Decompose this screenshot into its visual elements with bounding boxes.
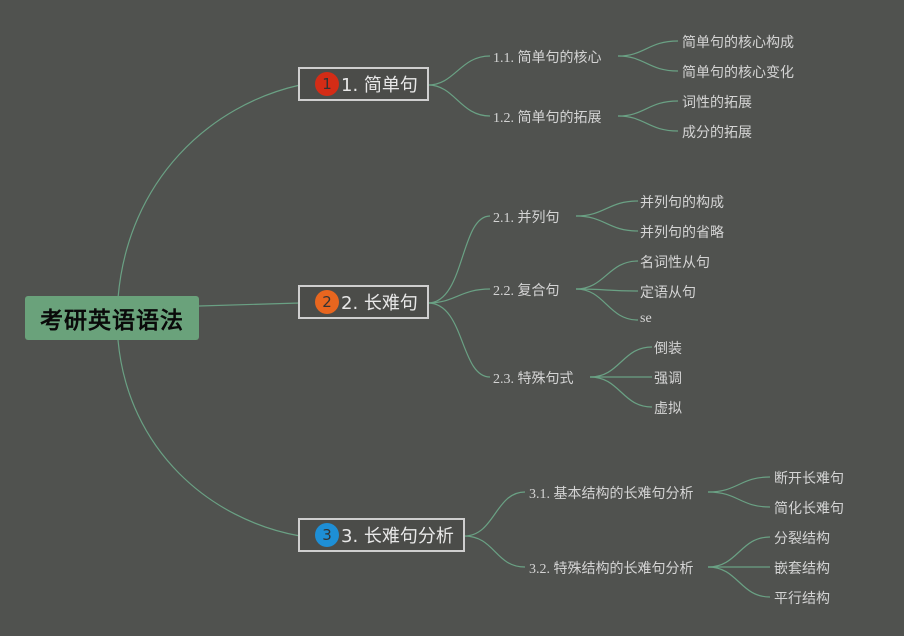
- connector-root-branch-2: [198, 302, 301, 307]
- connector-s21-l1: [575, 200, 639, 217]
- leaf-3-1-2[interactable]: 简化长难句: [774, 501, 844, 517]
- connector-b2-s1: [427, 215, 491, 304]
- leaf-1-1-1[interactable]: 简单句的核心构成: [682, 35, 794, 51]
- leaf-2-3-3[interactable]: 虚拟: [654, 401, 682, 417]
- branch-label-3: 3. 长难句分析: [341, 526, 454, 547]
- connector-b3-s1: [463, 491, 526, 537]
- leaf-2-3-1[interactable]: 倒装: [654, 341, 682, 357]
- number-badge-2: 2: [315, 290, 339, 314]
- leaf-3-2-3[interactable]: 平行结构: [774, 591, 830, 607]
- connector-s12-l1: [617, 100, 679, 117]
- leaf-3-2-2[interactable]: 嵌套结构: [774, 561, 830, 577]
- leaf-3-1-1[interactable]: 断开长难句: [774, 471, 844, 487]
- connector-s32-l3: [707, 566, 771, 598]
- connector-s23-l1: [589, 346, 653, 378]
- connector-b1-s1: [427, 55, 491, 86]
- connector-s22-l1: [575, 260, 639, 290]
- connector-s31-l1: [707, 476, 771, 493]
- connector-b1-s2: [427, 84, 491, 117]
- connector-root-branch-3: [117, 339, 301, 537]
- leaf-2-3-2[interactable]: 强调: [654, 371, 682, 387]
- connector-root-branch-1: [117, 84, 301, 299]
- root-label: 考研英语语法: [40, 308, 184, 334]
- connector-s22-l3: [575, 288, 639, 321]
- branch-node-3[interactable]: 3 3. 长难句分析: [298, 518, 465, 552]
- subtopic-3-2[interactable]: 3.2. 特殊结构的长难句分析: [529, 562, 694, 577]
- subtopic-2-3[interactable]: 2.3. 特殊句式: [493, 372, 574, 387]
- number-badge-1: 1: [315, 72, 339, 96]
- connector-s32-l1: [707, 536, 771, 568]
- leaf-2-2-1[interactable]: 名词性从句: [640, 255, 710, 271]
- branch-node-1[interactable]: 1 1. 简单句: [298, 67, 429, 101]
- connector-s11-l1: [617, 40, 679, 57]
- subtopic-1-2[interactable]: 1.2. 简单句的拓展: [493, 111, 602, 126]
- leaf-2-2-3[interactable]: se: [640, 311, 652, 326]
- subtopic-1-1[interactable]: 1.1. 简单句的核心: [493, 51, 602, 66]
- connector-s23-l3: [589, 376, 653, 408]
- leaf-1-2-2[interactable]: 成分的拓展: [682, 125, 752, 141]
- leaf-3-2-1[interactable]: 分裂结构: [774, 531, 830, 547]
- branch-node-2[interactable]: 2 2. 长难句: [298, 285, 429, 319]
- connector-s21-l2: [575, 215, 639, 232]
- leaf-2-1-1[interactable]: 并列句的构成: [640, 195, 724, 211]
- subtopic-2-2[interactable]: 2.2. 复合句: [493, 284, 560, 299]
- leaf-1-1-2[interactable]: 简单句的核心变化: [682, 65, 794, 81]
- connector-b2-s3: [427, 302, 491, 378]
- subtopic-2-1[interactable]: 2.1. 并列句: [493, 211, 560, 226]
- number-badge-3: 3: [315, 523, 339, 547]
- leaf-2-2-2[interactable]: 定语从句: [640, 285, 696, 301]
- connector-s31-l2: [707, 491, 771, 508]
- leaf-2-1-2[interactable]: 并列句的省略: [640, 225, 724, 241]
- root-node[interactable]: 考研英语语法: [25, 296, 199, 340]
- subtopic-3-1[interactable]: 3.1. 基本结构的长难句分析: [529, 487, 694, 502]
- leaf-1-2-1[interactable]: 词性的拓展: [682, 95, 752, 111]
- connector-b3-s2: [463, 535, 526, 568]
- connector-s12-l2: [617, 115, 679, 132]
- branch-label-2: 2. 长难句: [341, 293, 418, 314]
- connector-b2-s2: [427, 288, 491, 304]
- connector-s11-l2: [617, 55, 679, 72]
- branch-label-1: 1. 简单句: [341, 75, 418, 96]
